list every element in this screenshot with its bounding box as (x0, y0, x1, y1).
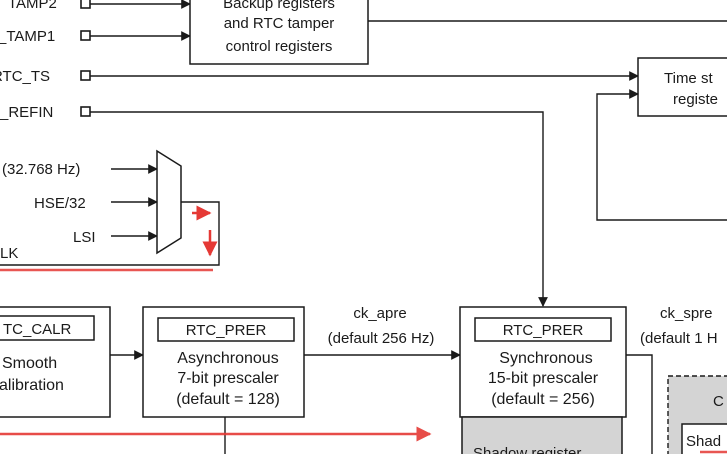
timestamp-registers-block (637, 57, 727, 117)
pin-label-refin: _REFIN (0, 104, 53, 121)
timestamp-block-line2: registe (673, 91, 718, 108)
shadow-right-c: C (713, 393, 724, 410)
async-register-name: RTC_PRER (186, 322, 267, 339)
pin-label-tamp1: _TAMP1 (0, 28, 55, 45)
clock-mux (156, 149, 182, 255)
sync-register-box (474, 317, 612, 342)
ck-spre-label: ck_spre (660, 305, 713, 322)
pin-tamp1 (80, 30, 91, 41)
wire-sync-out (626, 354, 653, 454)
sync-line1: Synchronous (499, 350, 592, 367)
pin-label-tamp2: TAMP2 (8, 0, 57, 12)
pin-label-rtc-ts: RTC_TS (0, 68, 50, 85)
shadow-right-label: Shad (686, 433, 721, 450)
backup-block-line3: control registers (226, 38, 333, 55)
timestamp-block-line1: Time st (664, 70, 713, 87)
calibration-register-name: TC_CALR (3, 321, 72, 338)
calibration-line2: alibration (0, 377, 64, 394)
backup-registers-block (189, 0, 369, 65)
async-line3: (default = 128) (176, 391, 280, 408)
pin-refin (80, 106, 91, 117)
shadow-right-box (681, 423, 727, 454)
backup-block-line1: Backup registers (223, 0, 335, 12)
ck-apre-freq: (default 256 Hz) (328, 330, 435, 347)
calibration-register-box (0, 315, 95, 341)
wire-mux-out (0, 201, 220, 266)
wire-refin (90, 111, 548, 307)
sync-line3: (default = 256) (491, 391, 595, 408)
sync-line2: 15-bit prescaler (488, 370, 599, 387)
ck-apre-label: ck_apre (353, 305, 406, 322)
wire-timestamp-feedback (596, 89, 727, 221)
clock-source-lsi: LSI (73, 229, 96, 246)
shadow-register-block (461, 416, 623, 454)
pin-tamp2 (80, 0, 91, 9)
clock-source-hse: HSE/32 (34, 195, 86, 212)
async-line1: Asynchronous (177, 350, 278, 367)
pin-rtc-ts (80, 70, 91, 81)
async-register-box (157, 317, 295, 342)
backup-block-line2: and RTC tamper (224, 15, 335, 32)
clock-source-lse: (32.768 Hz) (2, 161, 80, 178)
clock-label-clk: LK (0, 245, 18, 262)
shadow-register-label: Shadow register (473, 445, 581, 454)
async-line2: 7-bit prescaler (177, 370, 279, 387)
ck-spre-freq: (default 1 H (640, 330, 718, 347)
sync-register-name: RTC_PRER (503, 322, 584, 339)
calibration-line1: Smooth (2, 355, 57, 372)
